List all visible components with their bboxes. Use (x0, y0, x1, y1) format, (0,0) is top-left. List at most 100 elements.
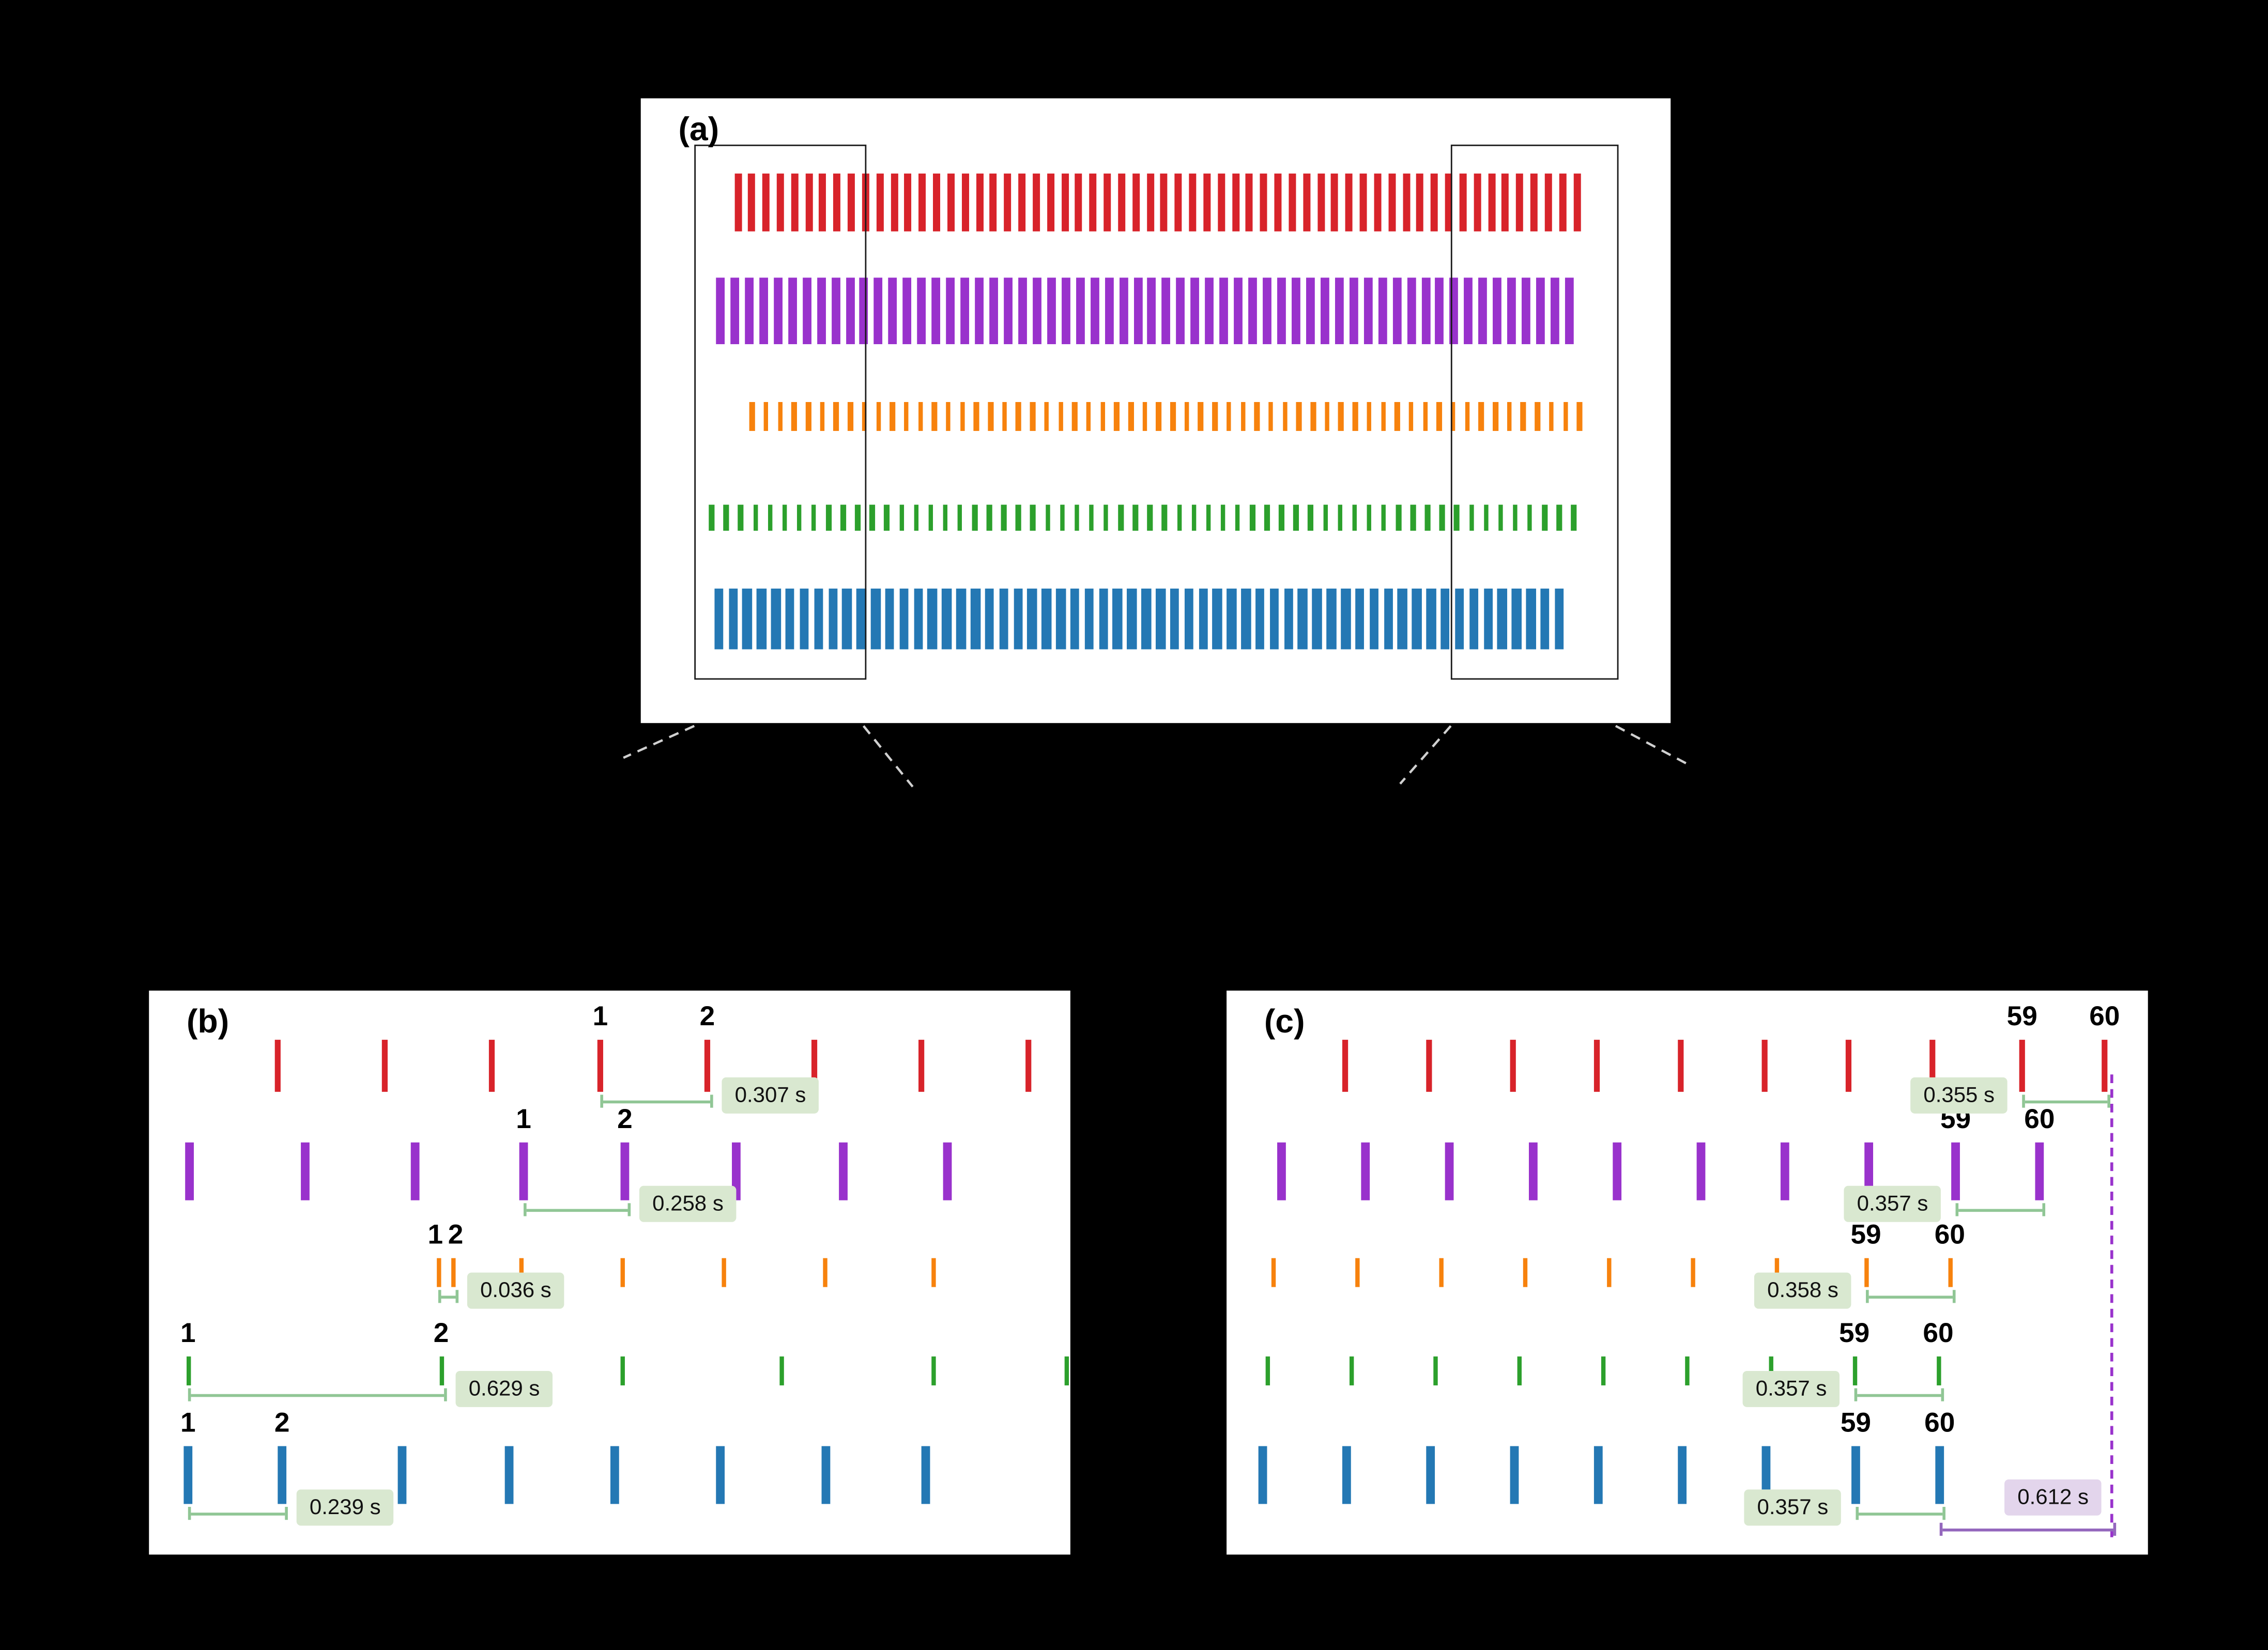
pulse-tick-purple (1090, 277, 1099, 345)
pulse-tick-blue (1084, 588, 1094, 650)
pulse-tick-red (1402, 173, 1410, 232)
pulse-index-label: 2 (274, 1408, 290, 1439)
pulse-tick-orange (876, 402, 881, 431)
pulse-tick-purple (1565, 277, 1574, 345)
pulse-tick-green (869, 504, 875, 531)
pulse-tick-green (1176, 504, 1182, 531)
pulse-tick-purple (831, 277, 840, 345)
pulse-tick-green (1118, 504, 1124, 531)
pulse-tick-red (1331, 173, 1339, 232)
pulse-tick-orange (763, 402, 769, 431)
pulse-tick-purple (1697, 1142, 1705, 1200)
pulse-tick-green (1527, 504, 1533, 531)
pulse-tick-green (1571, 504, 1576, 531)
pulse-tick-green (1684, 1356, 1689, 1385)
pulse-tick-purple (917, 277, 926, 345)
pulse-index-label: 59 (1850, 1220, 1881, 1251)
pulse-tick-green (439, 1356, 443, 1385)
pulse-tick-orange (1408, 402, 1414, 431)
pulse-tick-purple (989, 277, 999, 345)
interval-measurement-label: 0.629 s (455, 1370, 553, 1407)
pulse-tick-red (1374, 173, 1382, 232)
pulse-tick-green (811, 504, 817, 531)
pulse-tick-red (1146, 173, 1154, 232)
pulse-tick-purple (2035, 1142, 2044, 1200)
pulse-tick-red (1104, 173, 1111, 232)
pulse-tick-red (704, 1040, 711, 1092)
pulse-tick-orange (1464, 402, 1470, 431)
pulse-tick-red (876, 173, 884, 232)
pulse-index-label: 1 (516, 1105, 531, 1135)
pulse-tick-blue (757, 588, 767, 650)
pulse-tick-blue (1013, 588, 1023, 650)
pulse-tick-blue (1213, 588, 1222, 650)
pulse-tick-purple (946, 277, 955, 345)
pulse-tick-blue (1269, 588, 1279, 650)
pulse-tick-green (1367, 504, 1372, 531)
pulse-tick-orange (890, 402, 895, 431)
pulse-tick-orange (1577, 402, 1582, 431)
pulse-tick-blue (1255, 588, 1265, 650)
pulse-tick-blue (1497, 588, 1507, 650)
pulse-tick-blue (1098, 588, 1108, 650)
pulse-tick-red (1160, 173, 1168, 232)
pulse-tick-purple (1147, 277, 1157, 345)
pulse-tick-purple (1162, 277, 1171, 345)
pulse-tick-purple (1047, 277, 1056, 345)
pulse-tick-blue (1355, 588, 1365, 650)
pulse-tick-green (782, 504, 788, 531)
pulse-tick-orange (1086, 402, 1092, 431)
pulse-tick-green (1293, 504, 1299, 531)
pulse-index-label: 1 (592, 1002, 608, 1033)
pulse-tick-purple (888, 277, 898, 345)
pulse-tick-orange (1142, 402, 1147, 431)
pulse-tick-red (776, 173, 784, 232)
end-time-marker (2110, 1074, 2113, 1537)
pulse-tick-blue (1241, 588, 1251, 650)
interval-bracket (438, 1290, 459, 1303)
interval-bracket (1955, 1203, 2046, 1216)
interval-measurement-label: 0.239 s (296, 1489, 394, 1526)
pulse-tick-orange (1270, 1258, 1275, 1287)
pulse-tick-red (1260, 173, 1268, 232)
pulse-tick-blue (985, 588, 994, 650)
pulse-tick-orange (1522, 1258, 1527, 1287)
pulse-tick-orange (1549, 402, 1554, 431)
pulse-tick-green (1852, 1356, 1857, 1385)
pulse-tick-green (1016, 504, 1021, 531)
pulse-tick-green (1206, 504, 1211, 531)
pulse-tick-red (488, 1040, 495, 1092)
pulse-tick-purple (1219, 277, 1229, 345)
pulse-tick-blue (942, 588, 952, 650)
pulse-tick-blue (1761, 1446, 1771, 1504)
pulse-tick-red (890, 173, 898, 232)
pulse-tick-orange (1114, 402, 1120, 431)
pulse-tick-orange (917, 402, 923, 431)
pulse-index-label: 1 (427, 1220, 443, 1251)
pulse-tick-red (1317, 173, 1325, 232)
pulse-tick-blue (716, 1446, 725, 1504)
pulse-tick-purple (1529, 1142, 1538, 1200)
interval-measurement-label: 0.357 s (1744, 1489, 1842, 1526)
pulse-tick-red (819, 173, 827, 232)
interval-bracket (1854, 1388, 1944, 1401)
pulse-tick-green (778, 1356, 784, 1385)
interval-measurement-label: 0.357 s (1742, 1370, 1840, 1407)
pulse-tick-orange (1354, 1258, 1359, 1287)
pulse-tick-blue (928, 588, 938, 650)
pulse-tick-blue (856, 588, 866, 650)
pulse-tick-red (1573, 173, 1581, 232)
pulse-tick-orange (1352, 402, 1358, 431)
pulse-tick-blue (1383, 588, 1393, 650)
pulse-tick-orange (1296, 402, 1302, 431)
pulse-tick-orange (518, 1258, 523, 1287)
pulse-tick-purple (519, 1142, 528, 1200)
pulse-tick-green (1060, 504, 1065, 531)
pulse-tick-green (1264, 504, 1269, 531)
pulse-tick-blue (821, 1446, 831, 1504)
pulse-tick-red (833, 173, 841, 232)
pulse-tick-purple (1133, 277, 1142, 345)
pulse-tick-orange (1863, 1258, 1868, 1287)
